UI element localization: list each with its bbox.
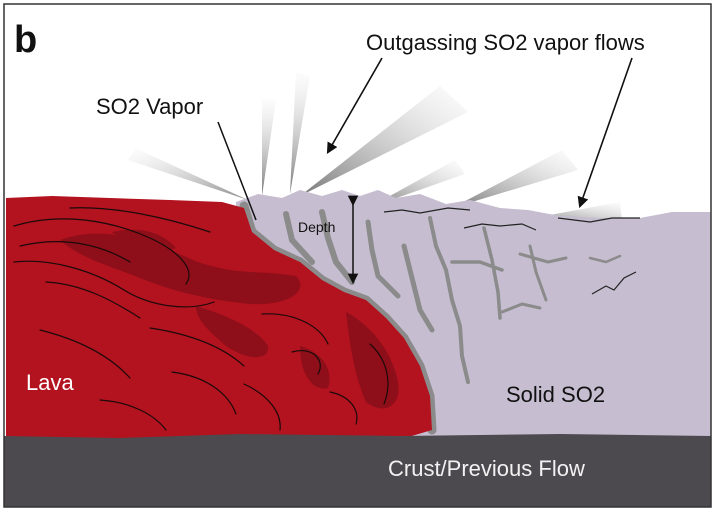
outgassing-arrow-left [326, 57, 383, 154]
vapor-plume [290, 72, 310, 194]
panel-label: b [14, 19, 37, 61]
vapor-plume [262, 98, 276, 196]
crust-layer [4, 434, 711, 507]
vapor-plume [368, 160, 465, 208]
lava-flow-lines [13, 207, 389, 431]
vapor-plume [452, 150, 578, 208]
depth-label: Depth [298, 219, 335, 235]
lava-dark-swirls [60, 229, 399, 409]
outgassing-label: Outgassing SO2 vapor flows [366, 30, 645, 55]
lava-label: Lava [26, 370, 74, 395]
diagram-frame [3, 3, 712, 508]
vapor-plumes [128, 72, 622, 222]
crust-label: Crust/Previous Flow [388, 456, 585, 481]
outgassing-arrow-right [577, 57, 633, 209]
vapor-plume [300, 86, 468, 196]
solid-so2-label: Solid SO2 [506, 382, 605, 407]
vapor-callout-line [217, 121, 257, 221]
surface-fractures [383, 207, 640, 295]
so2-vapor-label: SO2 Vapor [96, 94, 203, 119]
vapor-plume [128, 148, 248, 200]
